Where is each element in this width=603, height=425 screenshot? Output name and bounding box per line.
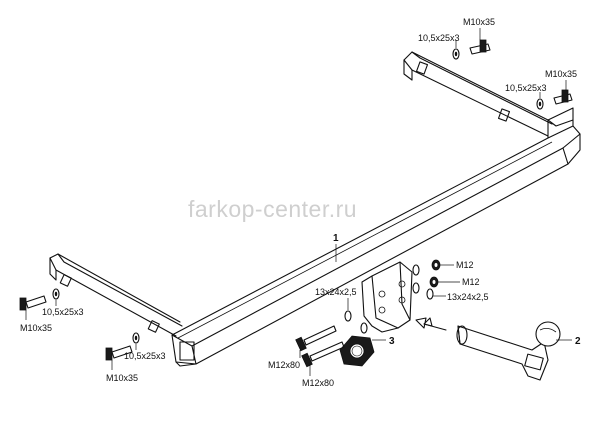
hardware-center-bolts [295, 298, 368, 376]
center-socket-bracket [361, 261, 413, 333]
label-washer-top-right: 10,5x25x3 [505, 83, 547, 93]
label-nut-lower: M12 [462, 277, 480, 287]
label-washer-left-lower: 10,5x25x3 [124, 351, 166, 361]
tow-ball-assembly [456, 321, 561, 381]
label-nut-upper: M12 [456, 260, 474, 270]
insert-direction-arrow [415, 317, 447, 331]
label-bolt-left-lower: M10x35 [106, 373, 138, 383]
label-bolt-top-left: M10x35 [463, 17, 495, 27]
label-bolt-center-lower: M12x80 [302, 378, 334, 388]
left-bracket [49, 253, 183, 337]
hardware-left-lower [105, 332, 140, 370]
hardware-top-right [536, 80, 573, 110]
main-crossbar [171, 107, 581, 367]
hardware-left-upper [19, 288, 60, 320]
label-bolt-top-right: M10x35 [545, 69, 577, 79]
label-bolt-center-upper: M12x80 [268, 360, 300, 370]
label-washer-top-left: 10,5x25x3 [418, 33, 460, 43]
label-bolt-left-upper: M10x35 [20, 323, 52, 333]
hardware-top-left [452, 28, 491, 60]
hardware-right-nuts [412, 259, 460, 300]
watermark-text: farkop-center.ru [188, 196, 357, 222]
label-washer-right: 13x24x2,5 [447, 292, 489, 302]
right-bracket [403, 51, 553, 137]
callout-part-3: 3 [389, 336, 395, 347]
label-washer-left-upper: 10,5x25x3 [42, 307, 84, 317]
callout-part-2: 2 [575, 336, 581, 347]
label-washer-center: 13x24x2,5 [315, 287, 357, 297]
callout-part-1: 1 [333, 233, 339, 244]
socket-plate [339, 335, 375, 367]
